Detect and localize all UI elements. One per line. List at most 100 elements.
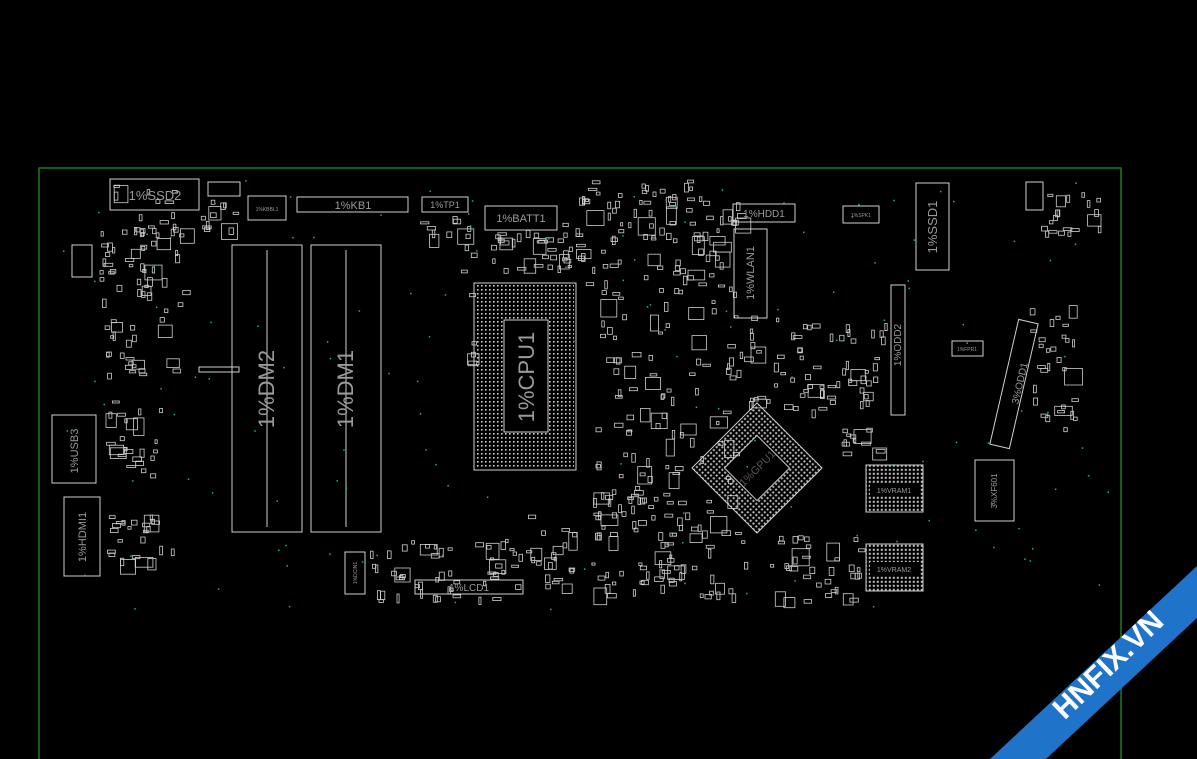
usb3-connector[interactable] [51, 414, 97, 484]
smd-part [627, 496, 634, 500]
tp1-connector[interactable] [421, 196, 469, 213]
kb1-connector[interactable] [296, 196, 409, 213]
ssd1-connector[interactable] [915, 182, 950, 271]
smd-part [841, 441, 850, 447]
smd-part [465, 233, 471, 239]
smd-part [710, 516, 728, 534]
smd-part [668, 472, 680, 489]
via-dot [622, 235, 624, 237]
smd-part [1062, 323, 1069, 327]
smd-part [380, 590, 386, 601]
smd-part [495, 234, 501, 240]
smd-part [489, 559, 507, 574]
smd-part [1050, 346, 1057, 352]
smd-part [668, 577, 675, 583]
smd-part [1056, 209, 1061, 217]
label-odd2: 1%ODD2 [893, 323, 904, 366]
mini-connector-topright[interactable] [1025, 181, 1044, 211]
smd-part [551, 552, 557, 560]
smd-part [1041, 225, 1048, 232]
smd-part [107, 549, 116, 554]
smd-part [792, 335, 803, 339]
via-dot [388, 372, 390, 375]
smd-part [1062, 367, 1067, 372]
smd-part [221, 223, 239, 240]
smd-part [600, 299, 618, 318]
smd-part [728, 478, 734, 485]
via-dot [416, 380, 419, 383]
mini-connector-left[interactable] [71, 244, 93, 278]
smd-part [799, 393, 806, 398]
smd-part [789, 566, 799, 572]
chip-topleft[interactable] [207, 181, 241, 197]
smd-part [848, 380, 858, 387]
smd-part [579, 197, 585, 206]
spk1-connector[interactable] [842, 205, 880, 224]
via-dot [622, 279, 624, 282]
smd-part [470, 252, 478, 259]
via-dot [1047, 411, 1049, 414]
fpr1-connector[interactable] [951, 340, 984, 357]
smd-part [125, 364, 133, 370]
hdd1-connector[interactable] [732, 203, 796, 223]
via-dot [132, 480, 134, 482]
smd-part [807, 324, 812, 331]
smd-part [175, 254, 181, 264]
odd1-connector[interactable] [989, 318, 1039, 450]
smd-part [108, 411, 113, 419]
smd-part [483, 580, 487, 587]
smd-part [102, 298, 107, 308]
smd-part [820, 388, 824, 399]
smd-part [414, 584, 421, 589]
smd-part [99, 270, 104, 275]
dm2-slot[interactable] [231, 244, 303, 533]
ssd2-connector[interactable] [109, 178, 200, 211]
smd-part [680, 423, 697, 436]
smd-part [1049, 319, 1055, 327]
smd-part [827, 384, 837, 389]
smd-part [432, 594, 438, 603]
smd-part [658, 331, 663, 335]
smd-part [155, 232, 160, 238]
smd-part [647, 253, 661, 267]
smd-part [133, 417, 145, 436]
hdmi1-connector[interactable] [63, 496, 101, 577]
smd-part [704, 594, 712, 600]
label-batt1: 1%BATT1 [496, 213, 545, 225]
smd-part [850, 368, 866, 382]
smd-part [487, 571, 497, 575]
vias [63, 180, 1109, 611]
kbbl1-connector[interactable] [247, 195, 287, 221]
smd-part [601, 492, 605, 500]
smd-part [674, 465, 684, 472]
smd-part [595, 427, 602, 433]
smd-part [659, 227, 665, 236]
via-dot [169, 236, 172, 239]
smd-part [120, 559, 137, 575]
smd-part [780, 372, 786, 376]
dm1-slot[interactable] [310, 244, 382, 533]
smd-part [774, 383, 778, 388]
smd-part [728, 216, 732, 222]
smd-part [698, 248, 704, 256]
via-dot [486, 496, 489, 498]
odd2-connector[interactable] [890, 284, 906, 416]
smd-part [639, 472, 646, 477]
smd-part [531, 556, 536, 564]
cpu1-outline[interactable] [473, 282, 577, 471]
via-dot [187, 478, 190, 480]
batt1-connector[interactable] [484, 205, 558, 231]
smd-part [399, 574, 406, 579]
dcin1-connector[interactable] [344, 551, 366, 595]
smd-part [813, 365, 822, 370]
smd-part [715, 251, 731, 268]
label-cpu1: 1%CPU1 [514, 332, 539, 422]
smd-part [122, 229, 128, 235]
smd-part [470, 351, 476, 358]
xf601-crystal[interactable] [974, 459, 1015, 522]
strip-connector-left[interactable] [198, 366, 240, 373]
smd-part [418, 581, 423, 591]
smd-part [732, 220, 737, 226]
